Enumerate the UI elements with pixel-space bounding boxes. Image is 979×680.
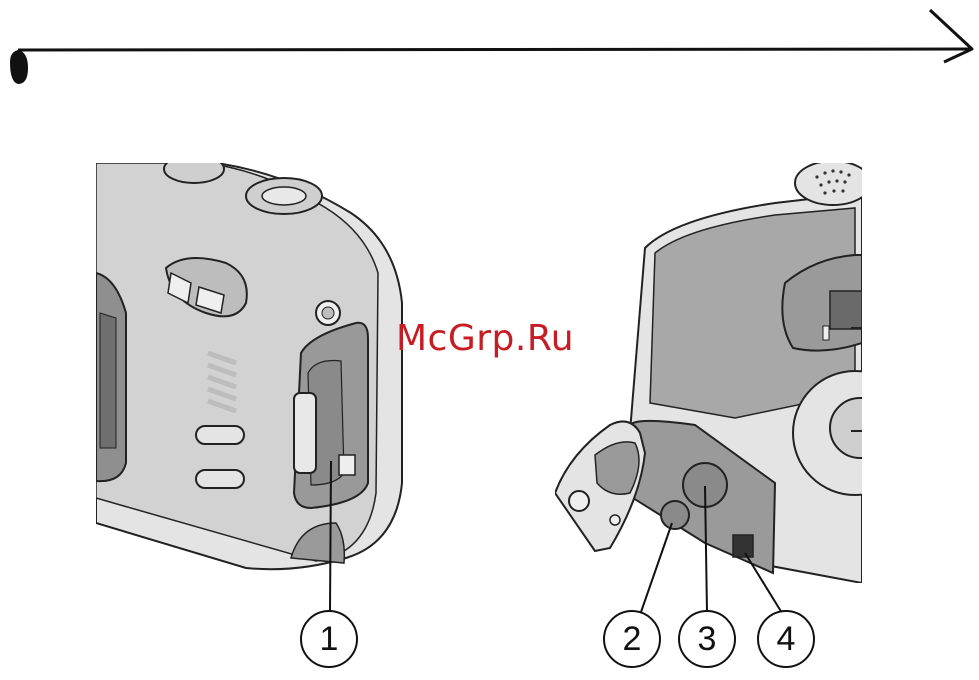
callout-2: 2 xyxy=(603,610,661,668)
camera-side-illustration xyxy=(96,163,406,583)
callout-2-label: 2 xyxy=(623,620,642,659)
header-rule xyxy=(0,0,979,110)
callout-3-label: 3 xyxy=(698,620,717,659)
watermark-text: McGrp.Ru xyxy=(396,318,574,359)
callout-3: 3 xyxy=(678,610,736,668)
callout-4-label: 4 xyxy=(777,620,796,659)
header-arrow-icon xyxy=(930,10,972,62)
callout-1: 1 xyxy=(300,610,358,668)
callout-1-label: 1 xyxy=(320,620,339,659)
header-bullet-icon xyxy=(10,50,28,84)
callout-4: 4 xyxy=(757,610,815,668)
camera-bottom-illustration xyxy=(555,163,862,583)
